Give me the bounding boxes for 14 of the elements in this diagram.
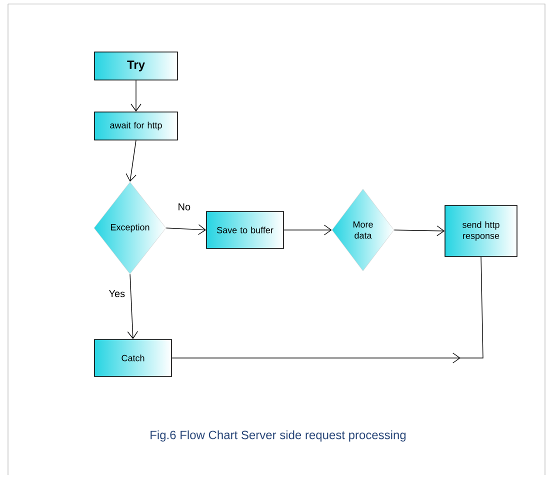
process-box: await for http [94, 112, 178, 140]
arrow [394, 226, 445, 236]
arrow [284, 224, 332, 236]
arrow [126, 140, 136, 182]
arrow [130, 80, 142, 112]
process-box: Try [94, 52, 178, 80]
caption: Fig.6 Flow Chart Server side request processing [150, 430, 406, 442]
arrow [127, 274, 138, 340]
process-box: Save to buffer [206, 211, 284, 249]
edge-label: No [178, 203, 190, 210]
process-box: Catch [94, 339, 172, 377]
edge-label: Yes [108, 290, 125, 298]
process-box: send http response [444, 205, 518, 257]
arrow [166, 224, 206, 235]
